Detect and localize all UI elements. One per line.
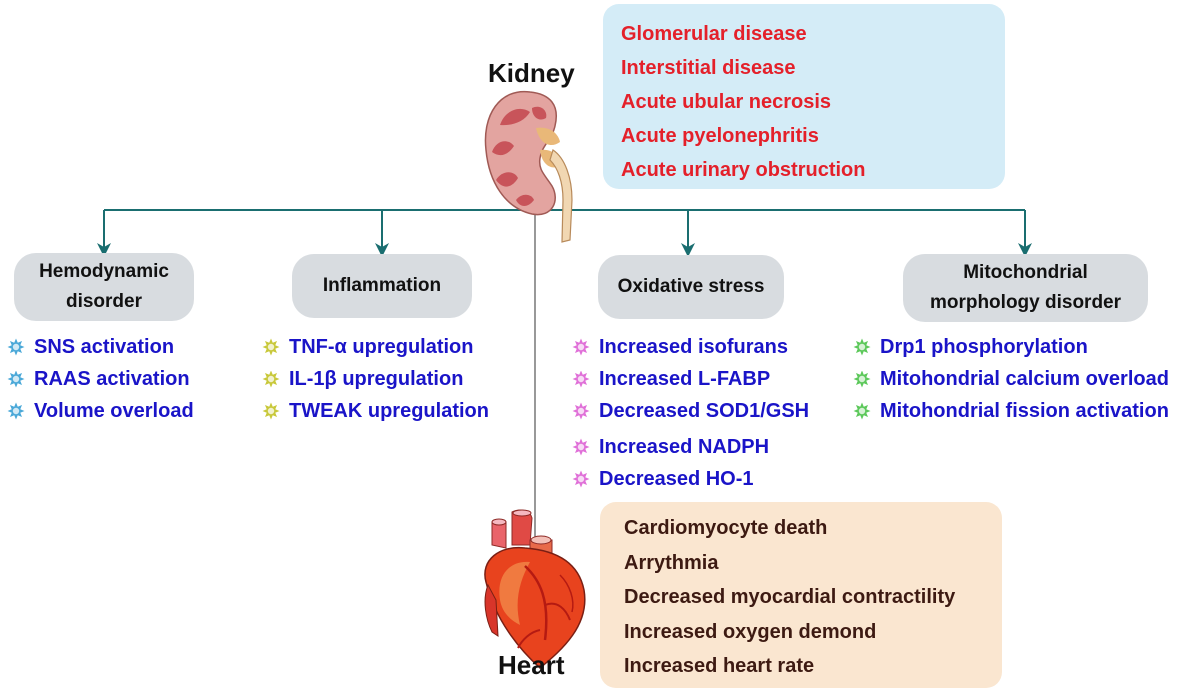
kidney-disease-item: Acute ubular necrosis [621, 91, 832, 113]
mechanism-pill-mitochondrial: Mitochondrial morphology disorder [903, 254, 1148, 322]
mechanism-item: TNF-α upregulation [261, 335, 474, 359]
mechanism-item: Mitohondrial calcium overload [852, 367, 1169, 391]
heart-effect-item: Increased heart rate [624, 655, 815, 677]
kidney-disease-box: Glomerular disease Interstitial disease … [603, 4, 1005, 189]
kidney-label: Kidney [488, 58, 575, 88]
mechanism-item: Volume overload [6, 399, 194, 423]
kidney-disease-item: Glomerular disease [621, 23, 807, 45]
mechanism-item-label: RAAS activation [34, 367, 190, 390]
heart-label: Heart [498, 650, 565, 680]
mechanism-item-label: Increased isofurans [599, 335, 788, 358]
mechanism-pill-oxidative: Oxidative stress [598, 255, 784, 319]
mechanism-item-label: IL-1β upregulation [289, 367, 464, 390]
mechanism-label: Oxidative stress [617, 276, 765, 297]
mechanism-item-label: SNS activation [34, 335, 175, 358]
mechanism-item-label: TNF-α upregulation [289, 335, 474, 358]
mechanism-item-label: Mitohondrial calcium overload [880, 367, 1169, 390]
star-bullet-icon [6, 337, 26, 357]
mechanism-pill-hemodynamic: Hemodynamic disorder [14, 253, 194, 321]
mechanism-item-label: Decreased SOD1/GSH [599, 399, 810, 422]
mechanism-item-label: Drp1 phosphorylation [880, 335, 1088, 358]
mechanism-pill-inflammation: Inflammation [292, 254, 472, 318]
mechanism-item: RAAS activation [6, 367, 190, 391]
mechanism-item-label: Volume overload [34, 399, 194, 422]
mechanism-item: Increased L-FABP [571, 367, 770, 391]
star-bullet-icon [571, 469, 591, 489]
mechanism-label: Mitochondrial morphology disorder [929, 262, 1122, 313]
heart-effect-item: Increased oxygen demond [624, 620, 877, 643]
mechanism-item-label: Decreased HO-1 [599, 467, 754, 490]
star-bullet-icon [852, 369, 872, 389]
star-bullet-icon [571, 437, 591, 457]
kidney-disease-item: Interstitial disease [621, 57, 796, 79]
mechanism-item: Decreased SOD1/GSH [571, 399, 809, 423]
star-bullet-icon [852, 401, 872, 421]
star-bullet-icon [261, 337, 281, 357]
heart-effects-box: Cardiomyocyte death Arrythmia Decreased … [600, 502, 1002, 688]
star-bullet-icon [852, 337, 872, 357]
star-bullet-icon [571, 337, 591, 357]
star-bullet-icon [571, 401, 591, 421]
mechanism-item-label: Mitohondrial fission activation [880, 399, 1169, 422]
heart-effect-item: Arrythmia [624, 551, 719, 574]
mechanism-item: SNS activation [6, 335, 174, 359]
mechanism-item: Decreased HO-1 [571, 467, 754, 491]
mechanism-item: IL-1β upregulation [261, 367, 463, 391]
mechanism-item: TWEAK upregulation [261, 399, 489, 423]
star-bullet-icon [261, 401, 281, 421]
kidney-disease-item: Acute urinary obstruction [621, 159, 866, 181]
star-bullet-icon [6, 401, 26, 421]
mechanism-item: Increased NADPH [571, 435, 769, 459]
mechanism-item-label: TWEAK upregulation [289, 399, 489, 422]
mechanism-item: Drp1 phosphorylation [852, 335, 1088, 359]
mechanism-label: Hemodynamic disorder [39, 261, 169, 312]
kidney-disease-item: Acute pyelonephritis [621, 125, 819, 147]
heart-illustration [484, 509, 586, 669]
heart-effect-item: Cardiomyocyte death [624, 517, 828, 539]
kidney-illustration [484, 90, 573, 243]
star-bullet-icon [6, 369, 26, 389]
star-bullet-icon [571, 369, 591, 389]
mechanism-item-label: Increased L-FABP [599, 367, 771, 390]
mechanism-label: Inflammation [322, 275, 442, 296]
star-bullet-icon [261, 369, 281, 389]
mechanism-item-label: Increased NADPH [599, 435, 770, 458]
mechanism-item: Increased isofurans [571, 335, 788, 359]
mechanism-item: Mitohondrial fission activation [852, 399, 1169, 423]
heart-effect-item: Decreased myocardial contractility [624, 586, 956, 608]
